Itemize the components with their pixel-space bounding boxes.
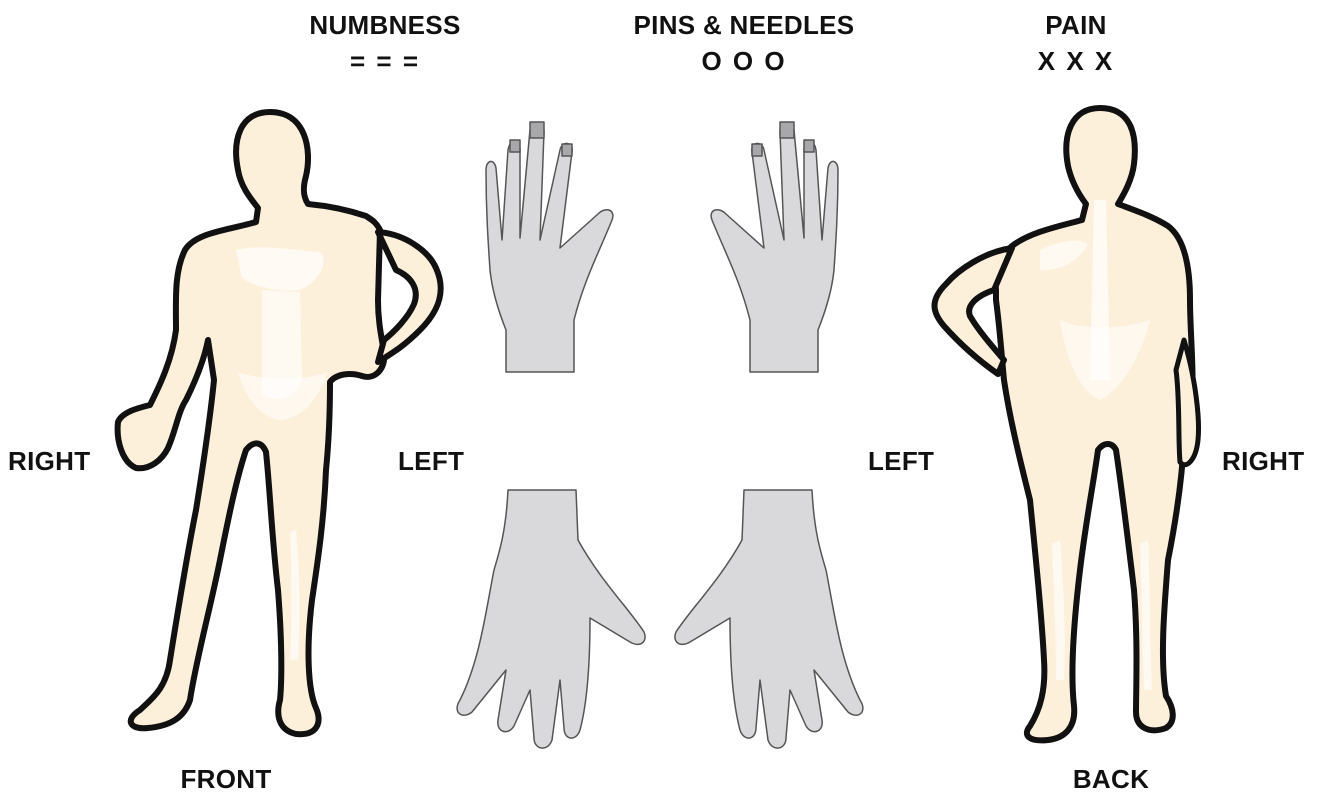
front-body-figure <box>118 112 441 734</box>
right-hand-dorsal <box>711 122 838 372</box>
back-body-figure <box>935 108 1199 740</box>
front-leg-highlight <box>244 520 266 652</box>
right-hand-palm <box>675 490 863 748</box>
left-hand-palm <box>457 490 645 748</box>
back-right-forearm <box>1176 340 1198 465</box>
front-body-outline <box>118 112 385 734</box>
front-left-arm <box>378 232 441 362</box>
left-hand-dorsal <box>486 122 613 372</box>
